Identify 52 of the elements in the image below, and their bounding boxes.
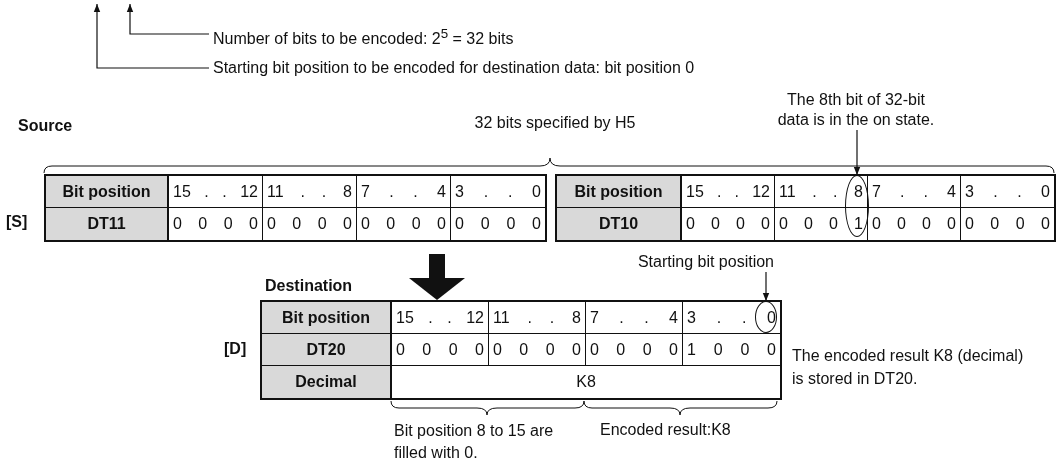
header-cell: Bit position: [557, 176, 682, 208]
table-cell-text: 0 0 0 0: [964, 214, 1051, 234]
header-cell: DT10: [557, 208, 682, 240]
table-cell: 3 . . 0: [961, 176, 1054, 208]
table-cell: 7 . . 4: [357, 176, 451, 208]
label-text: Destination: [265, 276, 354, 296]
table-cell: 11 . . 8: [775, 176, 868, 208]
table-cell: 0 0 0 1: [775, 208, 868, 240]
data-table: [555, 174, 1056, 242]
annotation-text: Number of bits to be encoded: 2$^{5}$ = 32 bits: [213, 24, 613, 50]
table-cell: 15 . . 12: [392, 302, 489, 334]
header-cell: Decimal: [262, 366, 392, 398]
arrow: [853, 129, 861, 176]
table-cell: 7 . . 4: [586, 302, 683, 334]
header-cell: Bit position: [262, 302, 392, 334]
table-cell: 3 . . 0: [451, 176, 545, 208]
block-arrow: [409, 254, 465, 300]
arrow: [762, 271, 770, 302]
table-cell: 0 0 0 0: [868, 208, 961, 240]
table-cell: 0 0 0 0: [586, 334, 683, 366]
header-cell: DT20: [262, 334, 392, 366]
table-cell-text: 0 0 0 0: [454, 214, 542, 234]
table-cell: 0 0 0 0: [357, 208, 451, 240]
label-text: [S]: [6, 212, 29, 232]
label-text: The encoded result K8 (decimal) is stored in DT20.: [792, 346, 1025, 389]
table-cell: 0 0 0 0: [263, 208, 357, 240]
label-text: Bit position 8 to 15 are filled with 0.: [394, 421, 555, 463]
header-cell: Bit position: [46, 176, 169, 208]
table-cell: 0 0 0 0: [489, 334, 586, 366]
arrow: [93, 3, 210, 69]
table-cell-text: K8: [575, 372, 597, 392]
annotation-text: Starting bit position to be encoded for destination data: bit position 0: [213, 58, 853, 78]
arrow: [126, 3, 210, 35]
annotation-text: The 8th bit of 32-bit data is in the on state.: [772, 90, 940, 130]
header-cell: DT11: [46, 208, 169, 240]
label-text: [D]: [224, 339, 248, 359]
table-cell: 3 . . 0: [683, 302, 780, 334]
table-cell: 0 0 0 0: [682, 208, 775, 240]
label-text: Encoded result:K8: [600, 420, 732, 440]
table-cell: 0 0 0 0: [392, 334, 489, 366]
data-table: [260, 300, 782, 400]
table-cell: 7 . . 4: [868, 176, 961, 208]
label-text: Source: [18, 116, 74, 136]
table-cell: 1 0 0 0: [683, 334, 780, 366]
table-cell: 11 . . 8: [489, 302, 586, 334]
label-text: 32 bits specified by H5: [473, 113, 637, 133]
data-table: [44, 174, 547, 242]
table-cell: 11 . . 8: [263, 176, 357, 208]
table-cell: 15 . . 12: [682, 176, 775, 208]
table-cell: 0 0 0 0: [169, 208, 263, 240]
annotation-text: Starting bit position: [600, 252, 774, 272]
table-cell: 15 . . 12: [169, 176, 263, 208]
